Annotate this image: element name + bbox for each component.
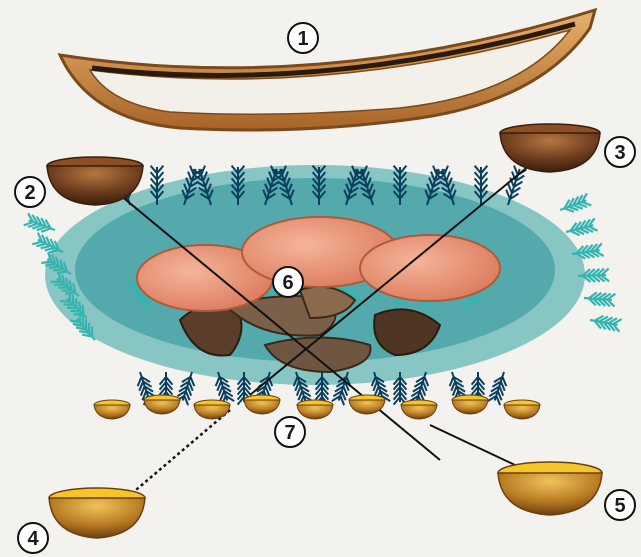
callout-1: 1 <box>288 23 318 53</box>
callout-4: 4 <box>18 523 48 553</box>
lamp-icon <box>297 400 333 419</box>
lamp-icon <box>401 400 437 419</box>
callout-3: 3 <box>605 137 635 167</box>
lamp-icon <box>144 395 180 414</box>
callout-7: 7 <box>275 417 305 447</box>
lamp-icon <box>94 400 130 419</box>
boat-icon <box>60 10 595 130</box>
callout-6: 6 <box>273 267 303 297</box>
callout-2: 2 <box>15 177 45 207</box>
bowl-icon-bottom-right <box>498 462 602 515</box>
svg-text:1: 1 <box>297 28 308 50</box>
svg-text:6: 6 <box>282 272 293 294</box>
bowl-icon-bottom-left <box>49 488 145 538</box>
lamp-icon <box>244 395 280 414</box>
svg-text:2: 2 <box>24 182 35 204</box>
lamp-icon <box>504 400 540 419</box>
bowl-icon-right <box>500 124 600 172</box>
svg-text:4: 4 <box>27 528 39 550</box>
svg-text:5: 5 <box>614 495 625 517</box>
lamp-icon <box>452 395 488 414</box>
svg-text:3: 3 <box>614 142 625 164</box>
callout-5: 5 <box>605 490 635 520</box>
svg-text:7: 7 <box>284 422 295 444</box>
